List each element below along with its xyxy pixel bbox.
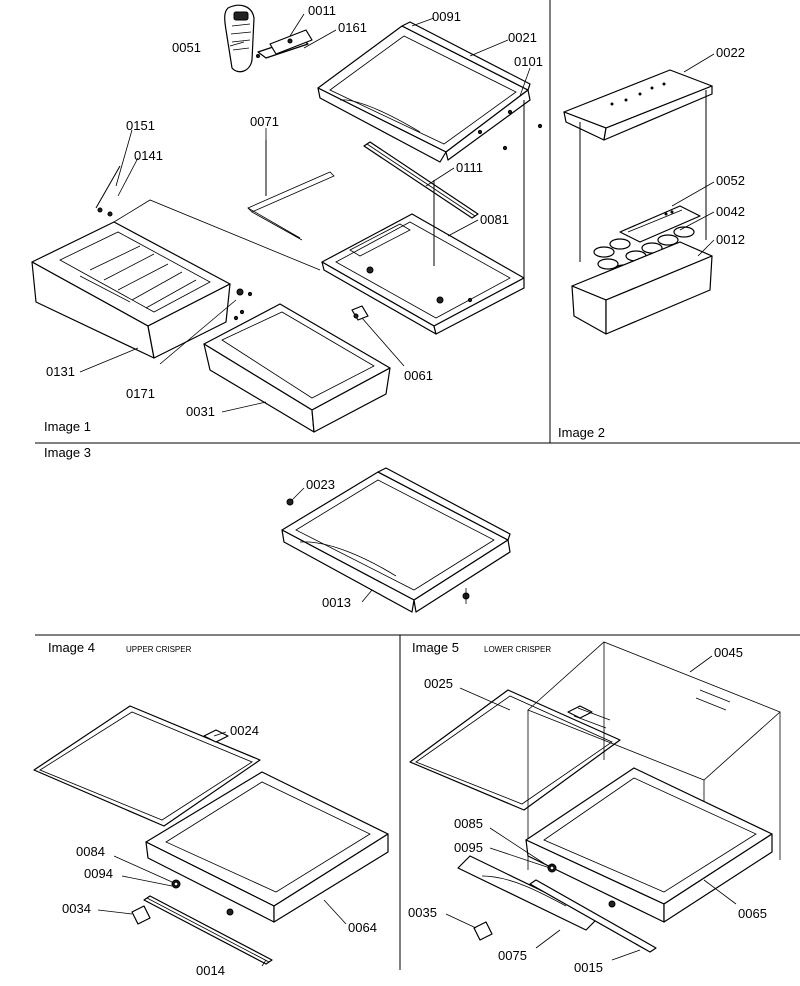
part-label-0021: 0021 — [508, 30, 537, 45]
image4-drawing — [33, 705, 389, 965]
part-label-0052: 0052 — [716, 173, 745, 188]
part-label-0051: 0051 — [172, 40, 201, 55]
part-label-0015: 0015 — [574, 960, 603, 975]
part-label-0111: 0111 — [456, 160, 483, 175]
part-label-0064: 0064 — [348, 920, 377, 935]
image5-drawing — [409, 641, 781, 953]
part-label-0094: 0094 — [84, 866, 113, 881]
part-label-0131: 0131 — [46, 364, 75, 379]
part-label-0034: 0034 — [62, 901, 91, 916]
section-dividers — [35, 0, 800, 970]
section-label-image1: Image 1 — [44, 419, 91, 434]
part-label-0065: 0065 — [738, 906, 767, 921]
image2-drawing — [563, 69, 713, 335]
part-label-0061: 0061 — [404, 368, 433, 383]
image1-drawing — [31, 4, 543, 433]
part-label-0022: 0022 — [716, 45, 745, 60]
part-label-0151: 0151 — [126, 118, 155, 133]
part-label-0085: 0085 — [454, 816, 483, 831]
part-label-0091: 0091 — [432, 9, 461, 24]
part-label-0035: 0035 — [408, 905, 437, 920]
part-label-0025: 0025 — [424, 676, 453, 691]
section-label-image3: Image 3 — [44, 445, 91, 460]
part-label-0011: 0011 — [308, 3, 336, 18]
part-label-0014: 0014 — [196, 963, 225, 978]
part-label-0045: 0045 — [714, 645, 743, 660]
image3-drawing — [281, 467, 511, 613]
part-label-0031: 0031 — [186, 404, 215, 419]
section-label-image5: Image 5 — [412, 640, 459, 655]
part-label-0071: 0071 — [250, 114, 279, 129]
section-label-image4: Image 4 — [48, 640, 95, 655]
part-label-0141: 0141 — [134, 148, 163, 163]
section-sublabel-image4: UPPER CRISPER — [126, 645, 192, 654]
part-label-0171: 0171 — [126, 386, 155, 401]
part-label-0012: 0012 — [716, 232, 745, 247]
part-label-0101: 0101 — [514, 54, 543, 69]
part-label-0042: 0042 — [716, 204, 745, 219]
part-label-0024: 0024 — [230, 723, 259, 738]
part-label-0075: 0075 — [498, 948, 527, 963]
part-label-0013: 0013 — [322, 595, 351, 610]
part-label-0095: 0095 — [454, 840, 483, 855]
section-label-image2: Image 2 — [558, 425, 605, 440]
section-sublabel-image5: LOWER CRISPER — [484, 645, 551, 654]
leader-lines — [79, 13, 737, 967]
part-label-0161: 0161 — [338, 20, 367, 35]
part-label-0081: 0081 — [480, 212, 509, 227]
part-label-0084: 0084 — [76, 844, 105, 859]
part-label-0023: 0023 — [306, 477, 335, 492]
